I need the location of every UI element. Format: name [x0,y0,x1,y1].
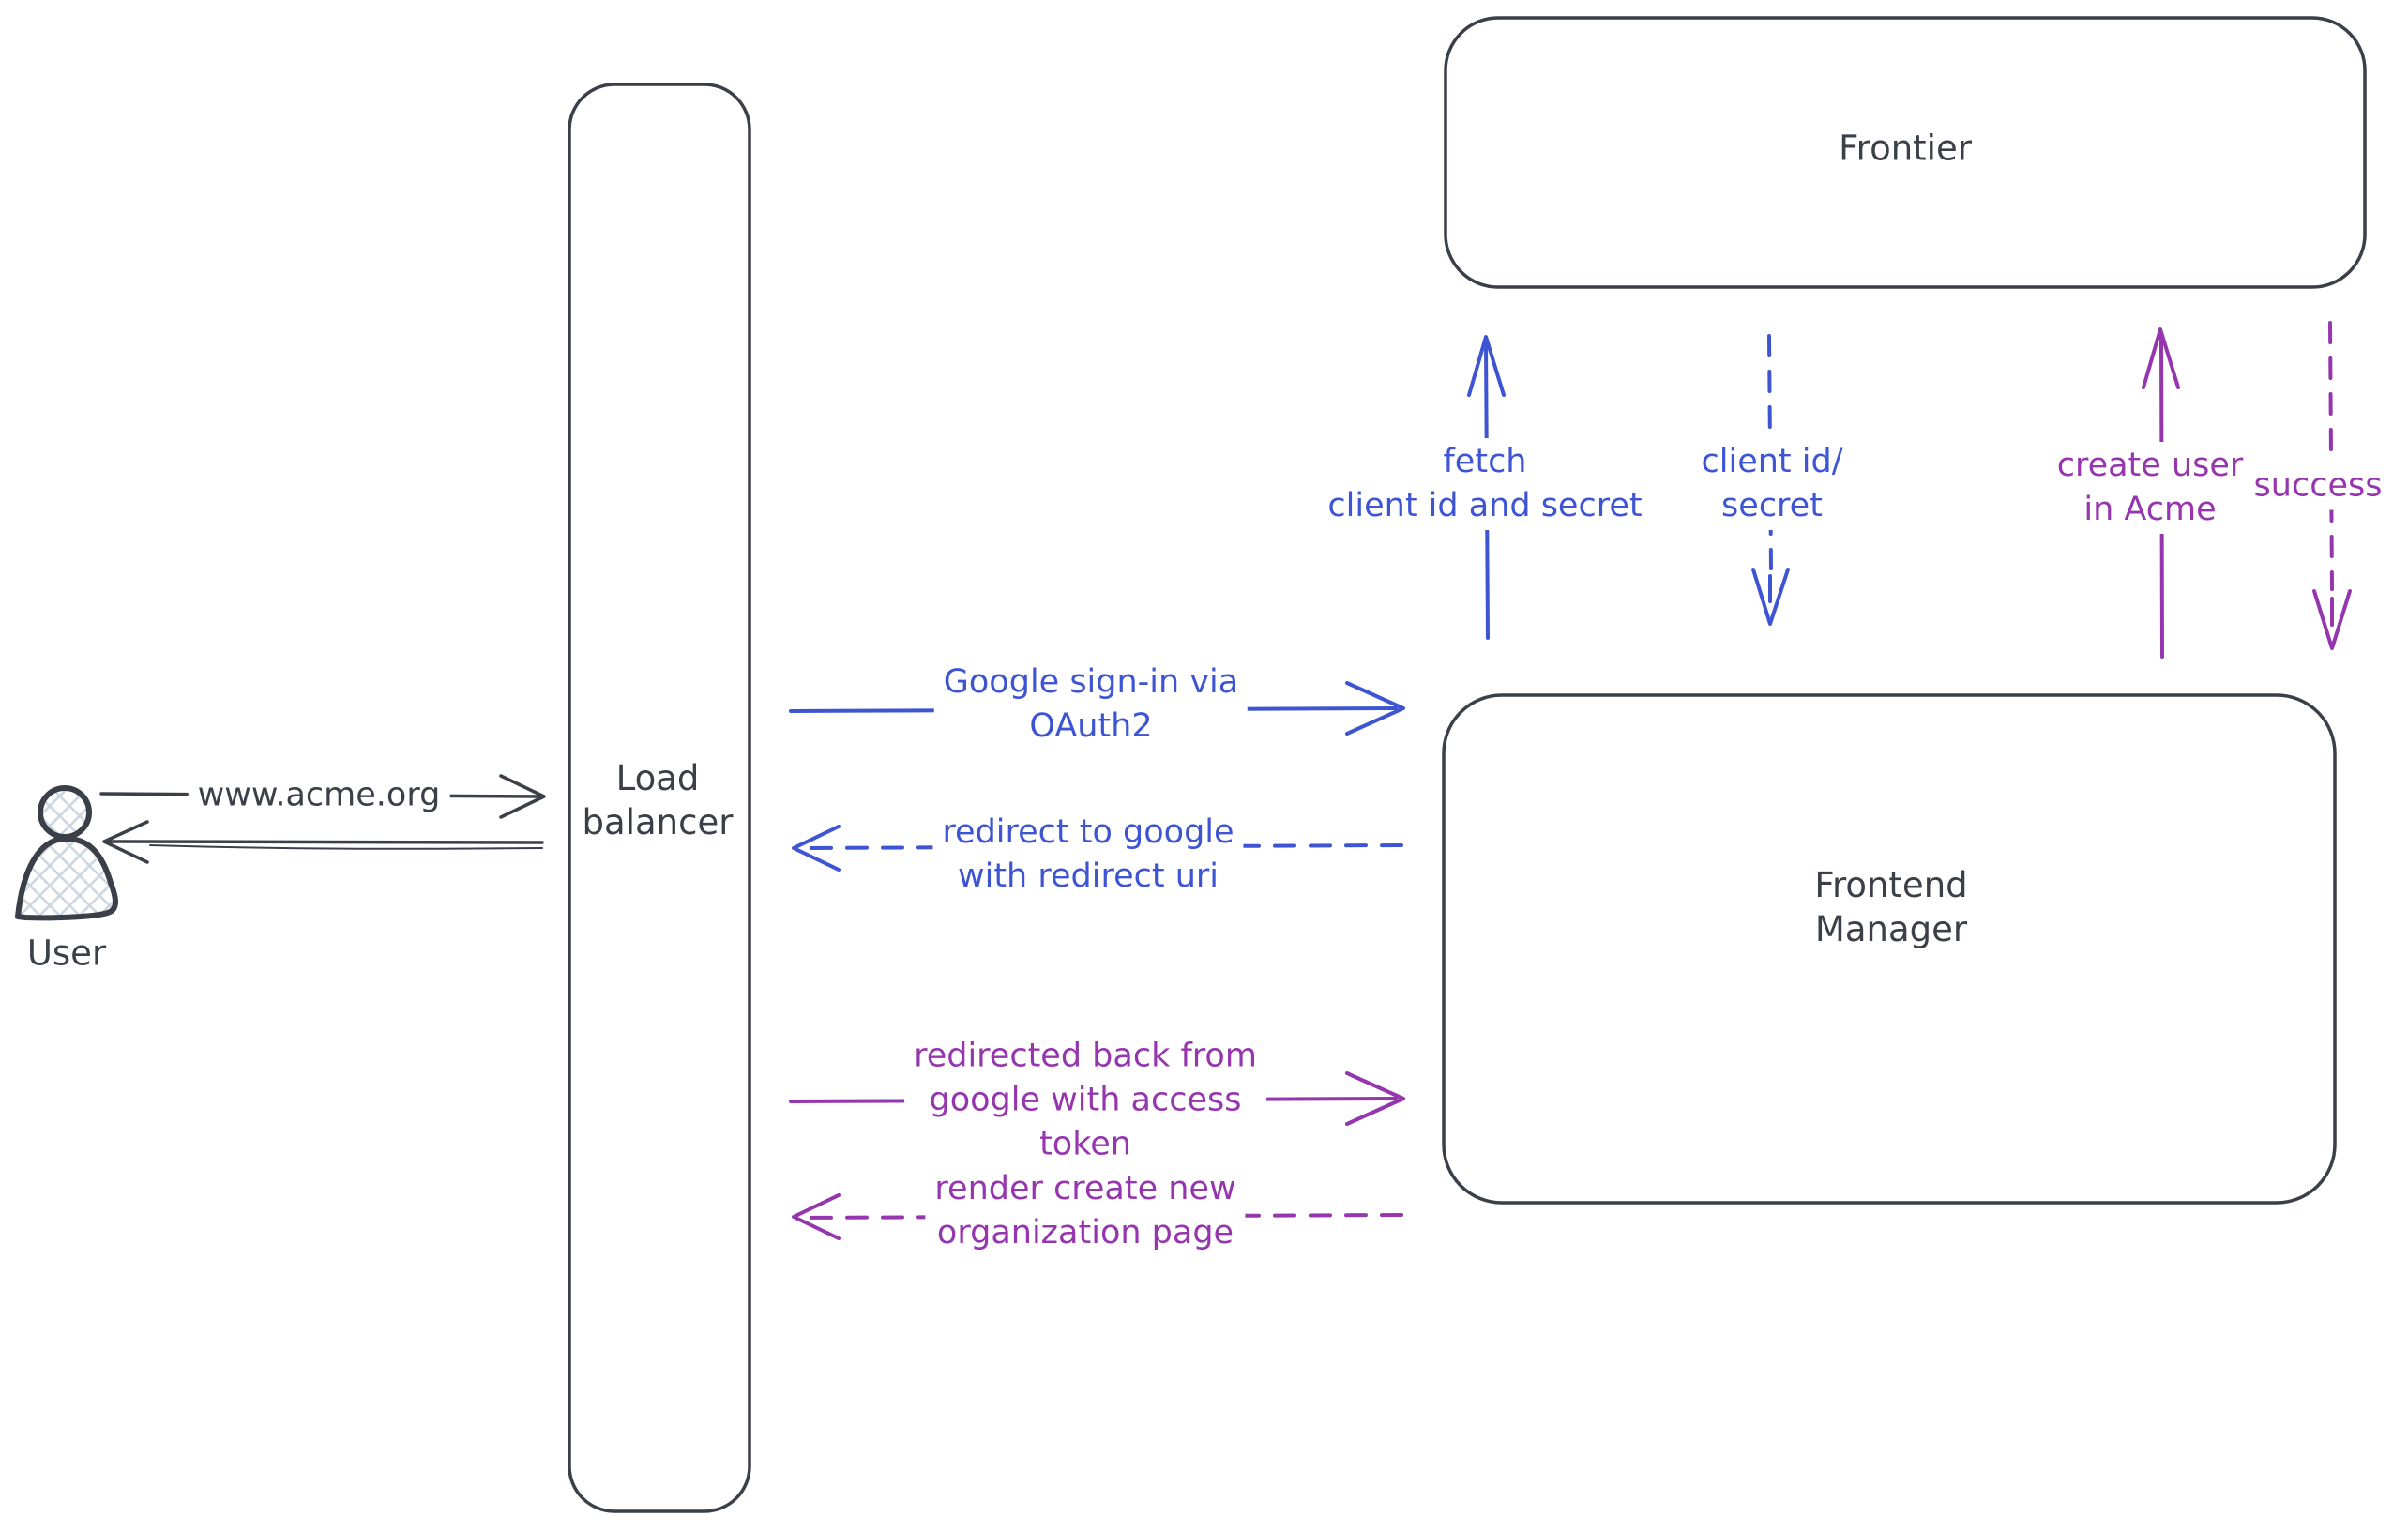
create-user-label: create user in Acme [2047,442,2253,534]
lb-to-user-arrow [102,820,544,864]
user-label: User [26,933,107,974]
frontier-box [1444,16,2367,289]
load-balancer-label: Load balancer [582,758,734,842]
frontier-label: Frontier [1839,128,1972,169]
fetch-client-label: fetch client id and secret [1318,438,1652,530]
www-acme-label: www.acme.org [188,771,450,820]
client-id-secret-label: client id/ secret [1691,438,1853,530]
frontend-manager-label: Frontend Manager [1814,865,1968,949]
frontend-manager-box [1442,693,2337,1205]
success-arrow [2312,321,2352,650]
redirect-google-label: redirect to google with redirect uri [932,809,1244,901]
render-org-page-label: render create new organization page [925,1165,1246,1257]
redirected-back-label: redirected back from google with access … [904,1032,1266,1169]
google-signin-label: Google sign-in via OAuth2 [933,659,1249,751]
load-balancer-box [568,83,751,1513]
success-label: success [2244,462,2392,510]
user-icon [15,785,118,921]
